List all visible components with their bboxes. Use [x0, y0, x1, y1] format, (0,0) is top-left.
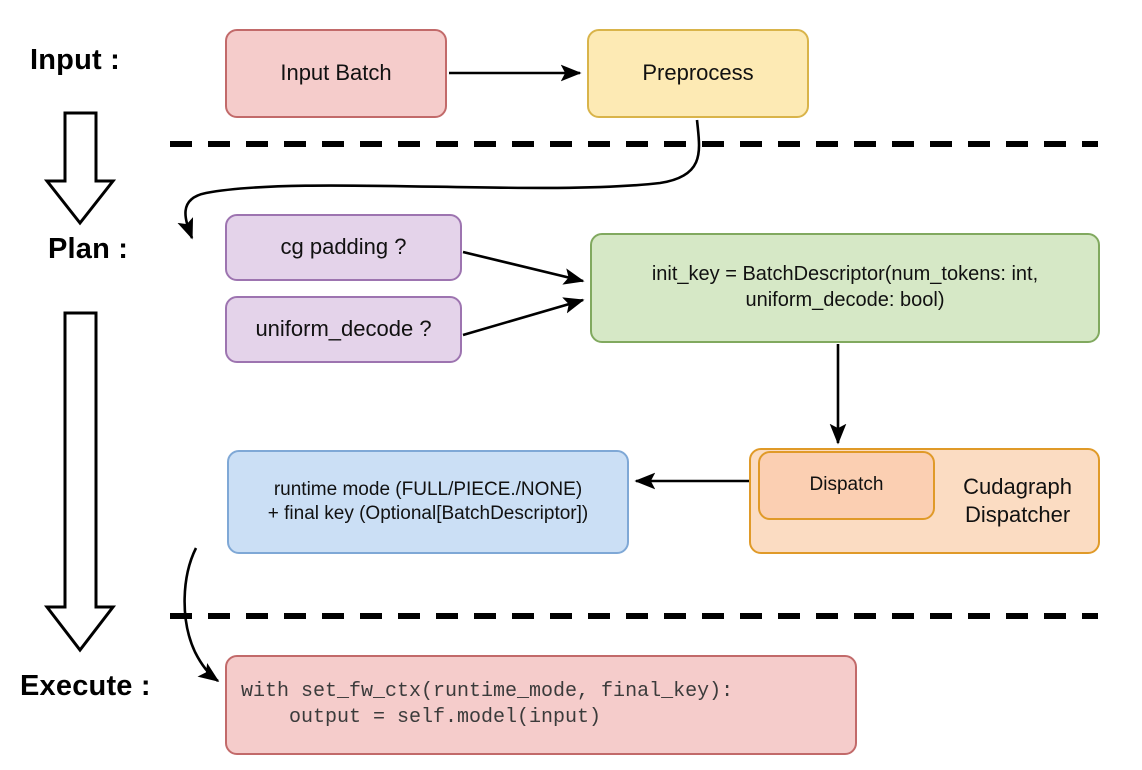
- edge-runtime-mode-to-code: [183, 547, 220, 683]
- node-runtime-mode[interactable]: runtime mode (FULL/PIECE./NONE) + final …: [227, 450, 629, 554]
- node-input-batch[interactable]: Input Batch: [225, 29, 447, 118]
- input-to-plan-block-arrow: [43, 111, 117, 226]
- code-line-2: output = self.model(input): [241, 706, 602, 729]
- plan-to-execute-block-arrow: [43, 311, 117, 653]
- node-init-key[interactable]: init_key = BatchDescriptor(num_tokens: i…: [590, 233, 1100, 343]
- lane-label-execute: Execute :: [20, 670, 151, 702]
- node-cg-padding[interactable]: cg padding ?: [225, 214, 462, 281]
- node-execute-code[interactable]: with set_fw_ctx(runtime_mode, final_key)…: [225, 655, 857, 755]
- node-uniform-decode[interactable]: uniform_decode ?: [225, 296, 462, 363]
- lane-label-plan: Plan :: [48, 233, 129, 265]
- lane-label-input: Input :: [30, 44, 120, 76]
- node-preprocess[interactable]: Preprocess: [587, 29, 809, 118]
- edge-uniform-decode-to-init-key: [462, 297, 585, 337]
- node-dispatch[interactable]: Dispatch: [758, 451, 935, 520]
- edge-cg-padding-to-init-key: [462, 250, 585, 285]
- code-line-1: with set_fw_ctx(runtime_mode, final_key)…: [241, 680, 734, 704]
